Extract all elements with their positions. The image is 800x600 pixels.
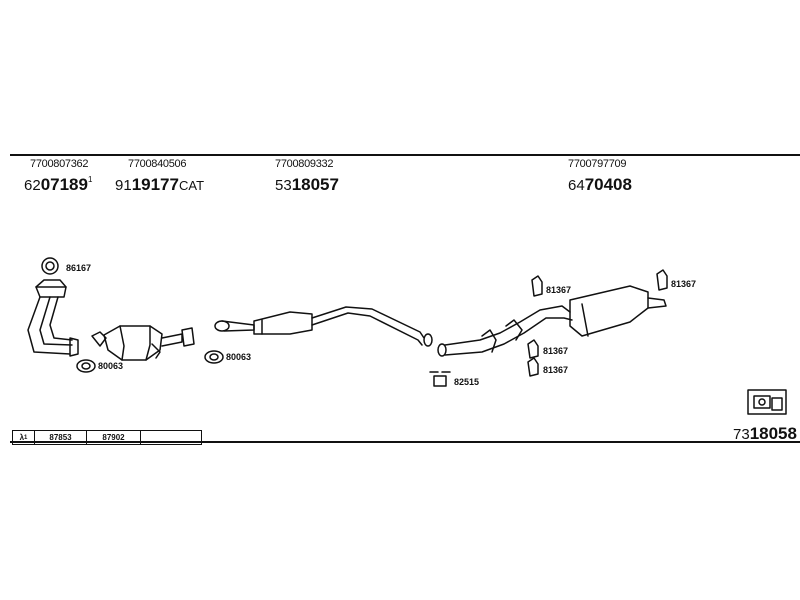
gasket-ring-left xyxy=(76,359,96,373)
part-number-3: 5318057 xyxy=(275,176,339,194)
kit-part-number-prefix: 73 xyxy=(733,426,750,443)
part-number-1-main: 07189 xyxy=(40,175,88,194)
part-number-4-main: 70408 xyxy=(584,175,632,194)
part-number-3-main: 18057 xyxy=(291,175,339,194)
callout-hanger-1: 81367 xyxy=(546,285,572,295)
part-number-2-suffix: CAT xyxy=(178,178,205,193)
catalytic-converter xyxy=(91,325,195,361)
part-number-3-prefix: 53 xyxy=(275,177,292,194)
gasket-ring-top xyxy=(41,257,59,275)
part-number-4: 6470408 xyxy=(568,176,632,194)
front-pipe xyxy=(27,279,79,357)
gasket-ring-middle xyxy=(204,350,224,364)
oem-number-1: 7700807362 xyxy=(30,158,89,170)
kit-part-number-main: 18058 xyxy=(749,424,797,443)
rubber-hanger-2 xyxy=(656,269,668,291)
oem-number-3: 7700809332 xyxy=(275,158,334,170)
top-divider-line xyxy=(10,154,800,156)
lambda-value-1: 87853 xyxy=(35,431,87,444)
lambda-symbol: λ xyxy=(19,433,25,442)
rubber-hanger-4 xyxy=(527,357,539,377)
callout-hanger-2: 81367 xyxy=(671,279,697,289)
kit-box-icon xyxy=(747,389,787,415)
part-number-2-main: 19177 xyxy=(131,175,179,194)
callout-gasket-top: 86167 xyxy=(66,263,92,273)
lambda-superscript: 1 xyxy=(24,434,28,441)
part-number-1-prefix: 62 xyxy=(24,177,41,194)
bottom-divider-line xyxy=(10,441,800,443)
callout-hanger-4: 81367 xyxy=(543,365,569,375)
part-number-2: 9119177CAT xyxy=(115,176,204,194)
oem-number-4: 7700797709 xyxy=(568,158,627,170)
rear-silencer xyxy=(437,285,667,357)
lambda-value-3 xyxy=(141,431,201,444)
callout-gasket-middle: 80063 xyxy=(226,352,252,362)
mounting-bracket xyxy=(429,371,451,387)
kit-part-number: 7318058 xyxy=(733,425,797,443)
part-number-4-prefix: 64 xyxy=(568,177,585,194)
part-number-1-mark: 1 xyxy=(87,175,93,184)
part-number-1: 62071891 xyxy=(24,176,92,194)
oem-number-2: 7700840506 xyxy=(128,158,187,170)
lambda-value-2: 87902 xyxy=(87,431,141,444)
callout-bracket: 82515 xyxy=(454,377,480,387)
part-number-2-prefix: 91 xyxy=(115,177,132,194)
rubber-hanger-3 xyxy=(527,339,539,359)
callout-gasket-left: 80063 xyxy=(98,361,124,371)
callout-hanger-3: 81367 xyxy=(543,346,569,356)
middle-silencer-pipe xyxy=(214,306,433,347)
rubber-hanger-1 xyxy=(531,275,543,297)
